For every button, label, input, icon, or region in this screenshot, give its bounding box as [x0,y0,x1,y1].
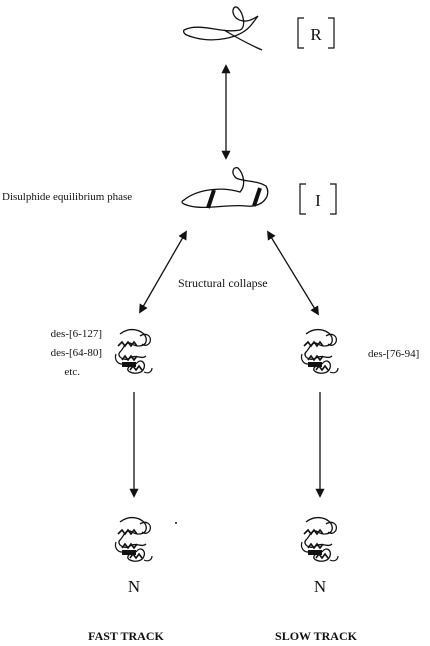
folded-protein-icon [300,328,339,374]
slow-track-label: SLOW TRACK [275,629,358,643]
fast-track-label: FAST TRACK [88,629,164,643]
state-r-label: R [310,25,322,44]
fast-variant-etc: etc. [64,366,80,378]
folded-protein-icon [114,328,153,374]
fast-variant-labels: des-[6-127] des-[64-80] etc. [51,328,102,378]
fast-variant-2: des-[64-80] [51,347,102,359]
partially-folded-chain-icon [181,166,269,209]
slow-variant-1: des-[76-94] [368,348,419,360]
folded-protein-icon [114,516,153,562]
state-i-bracket [299,183,337,215]
stray-dot [175,522,177,524]
fast-collapse-arrow [139,230,187,314]
state-i-label: I [315,191,321,210]
unfolded-chain-icon [182,6,263,51]
fast-variant-1: des-[6-127] [51,328,102,340]
fast-native-label: N [128,577,140,596]
phase-label: Disulphide equilibrium phase [2,191,132,203]
folded-protein-icon [300,516,339,562]
slow-collapse-arrow [267,230,319,316]
collapse-label: Structural collapse [178,276,268,290]
state-r-bracket [297,17,335,49]
slow-native-label: N [314,577,326,596]
